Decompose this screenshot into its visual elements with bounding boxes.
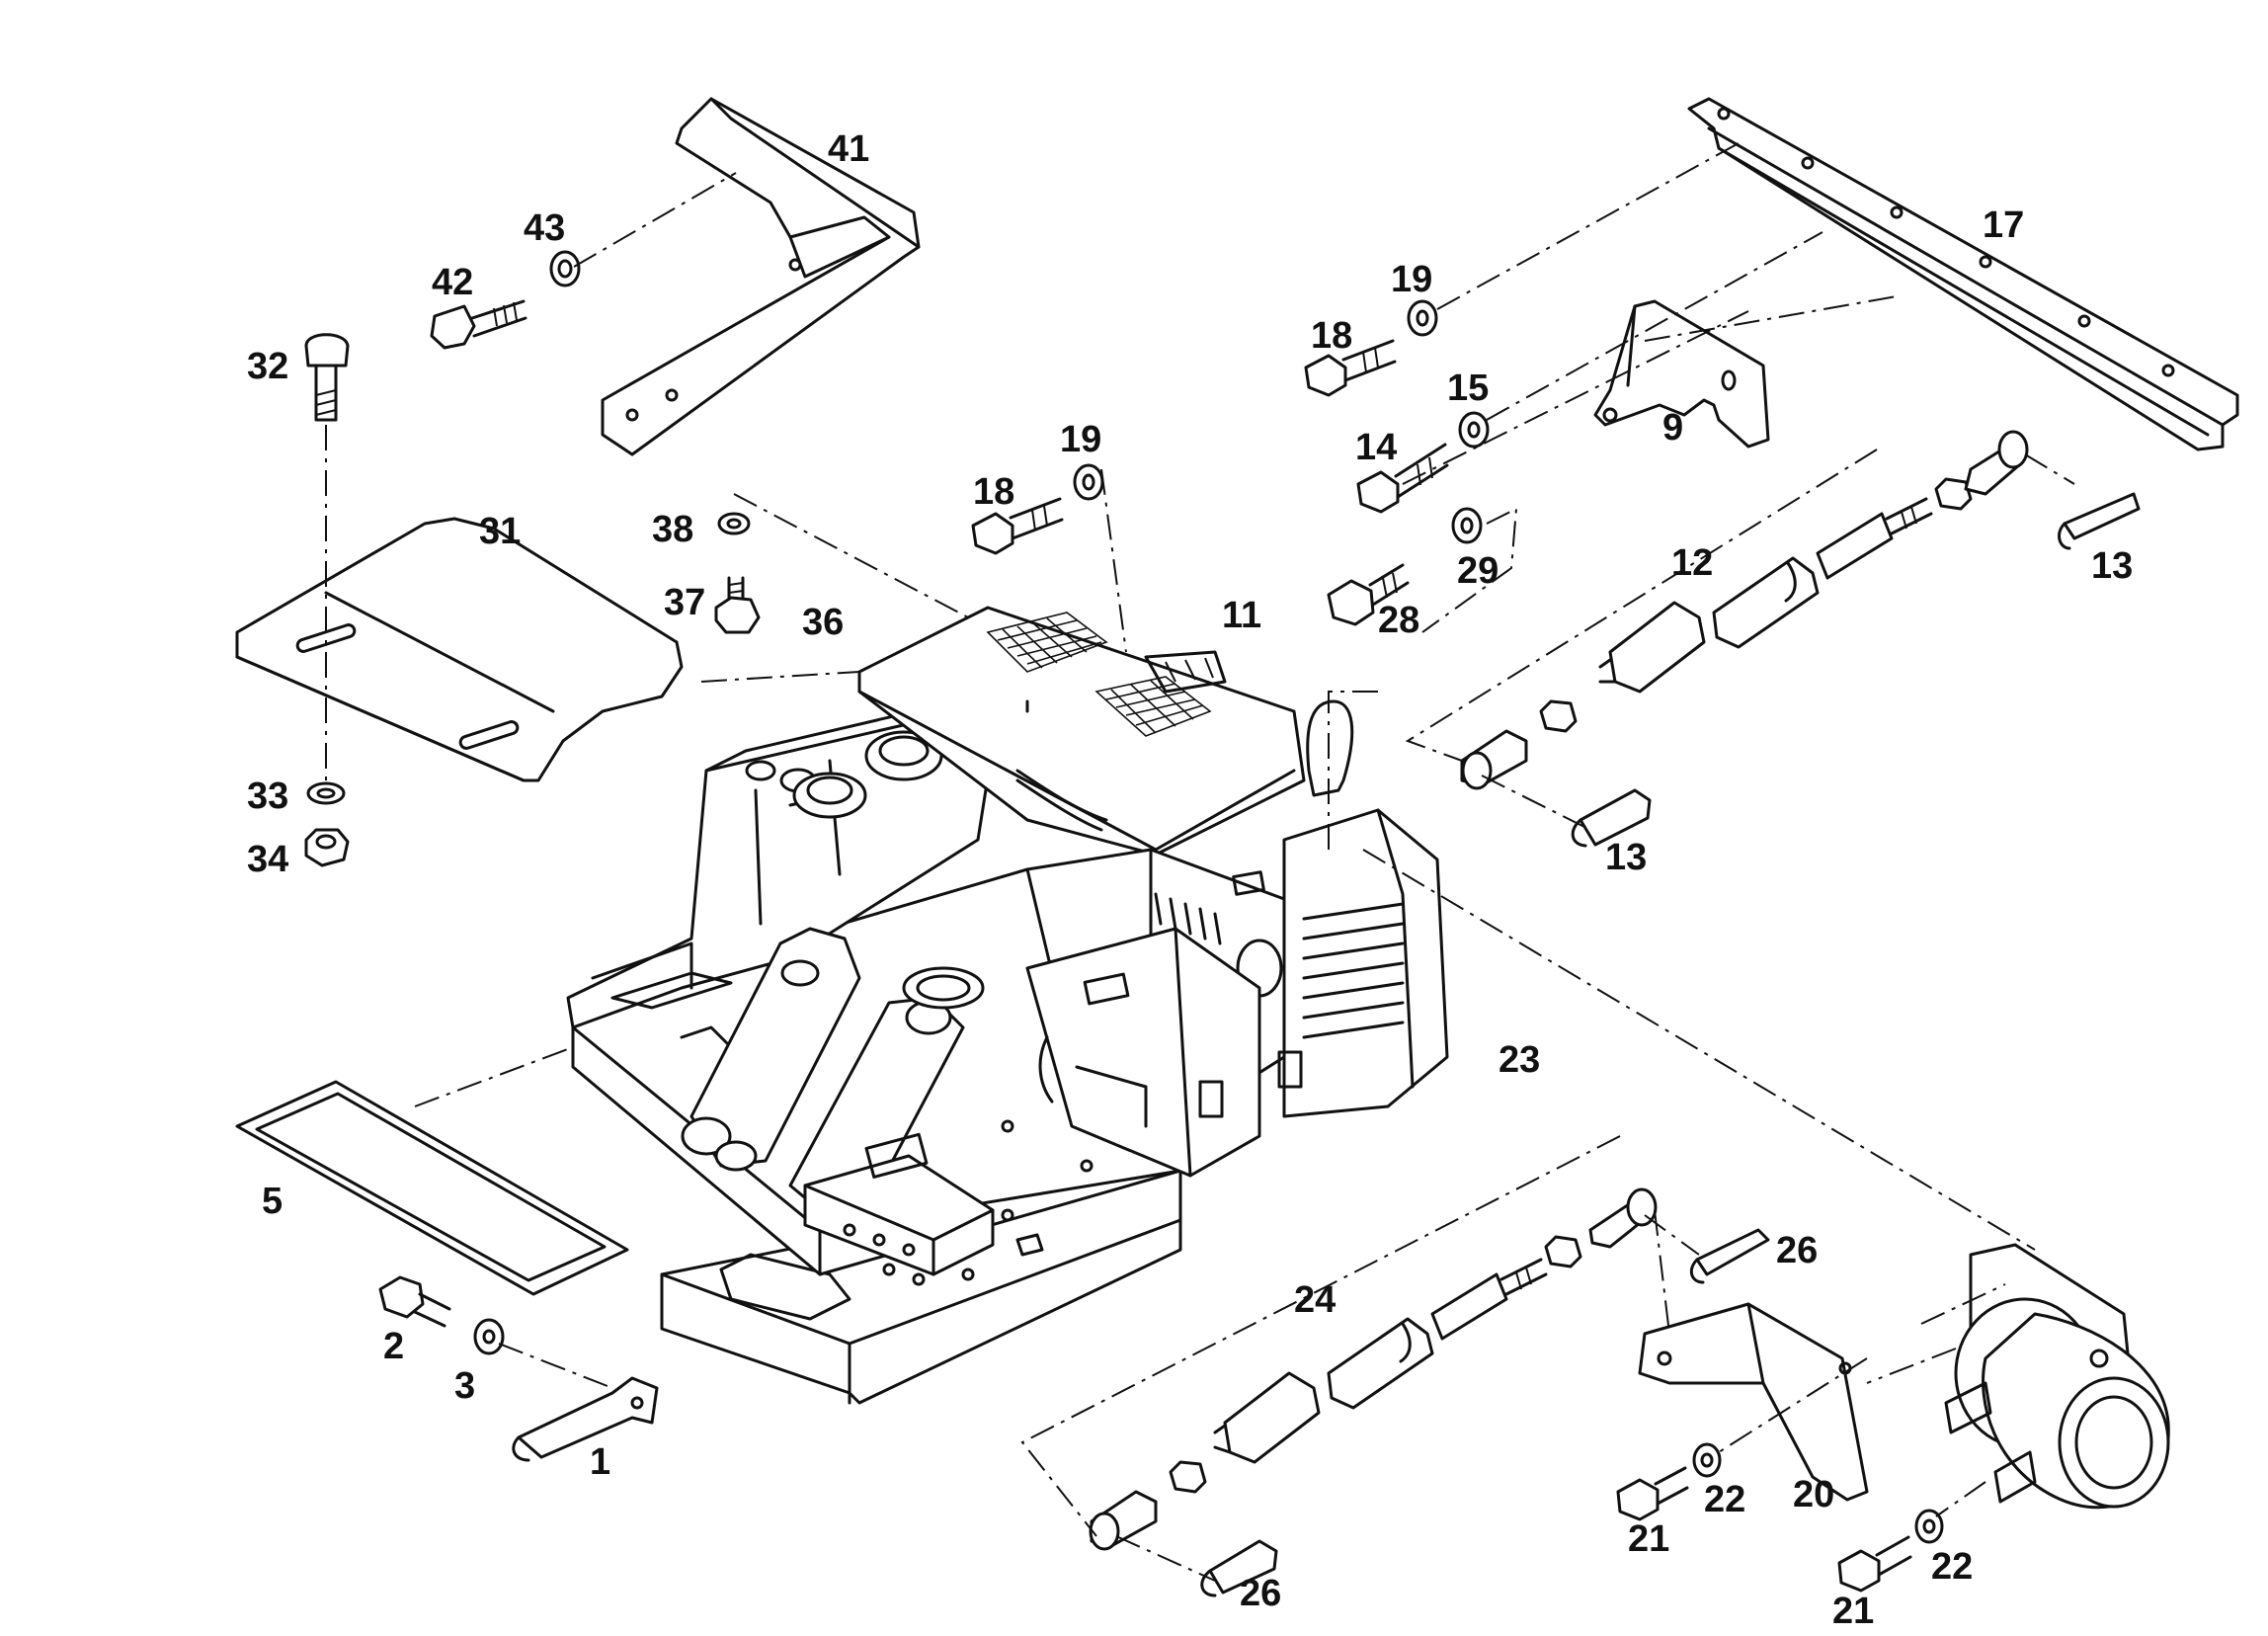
callout-21-lower: 21 — [1832, 1591, 1874, 1632]
part-18-bolt-middle — [971, 497, 1064, 555]
part-28-bolt — [1327, 563, 1410, 626]
part-31-plate — [235, 517, 684, 782]
callout-34: 34 — [247, 839, 288, 880]
part-5-mat — [235, 1080, 629, 1296]
callout-3: 3 — [454, 1365, 475, 1407]
part-22-washer-lower — [1914, 1509, 1944, 1544]
callout-1: 1 — [590, 1441, 610, 1483]
part-24-nut-left — [1169, 1460, 1207, 1494]
part-43-washer — [549, 250, 581, 287]
callout-5: 5 — [262, 1181, 283, 1222]
part-26-clip-left — [1200, 1539, 1278, 1597]
part-19-washer-upper — [1407, 299, 1438, 337]
callout-43: 43 — [524, 207, 565, 249]
part-12-nut-left — [1539, 699, 1578, 733]
callout-18-upper: 18 — [1311, 315, 1352, 357]
callout-15: 15 — [1447, 368, 1489, 409]
callout-23: 23 — [1498, 1039, 1540, 1081]
part-13-clip-right — [2058, 492, 2141, 550]
callout-29: 29 — [1457, 550, 1498, 592]
callout-24: 24 — [1294, 1279, 1336, 1321]
callout-11: 11 — [1222, 595, 1261, 636]
callout-12: 12 — [1671, 542, 1713, 584]
callout-33: 33 — [247, 776, 288, 817]
part-38-washer — [717, 512, 751, 535]
callout-19-middle: 19 — [1060, 419, 1101, 460]
part-15-washer — [1458, 411, 1490, 449]
callout-32: 32 — [247, 346, 288, 387]
part-22-washer-upper — [1692, 1442, 1722, 1478]
part-2-bolt — [378, 1275, 451, 1328]
callout-31: 31 — [479, 511, 521, 552]
callout-13-left: 13 — [1605, 837, 1647, 878]
part-12-clevis-right — [1964, 430, 2029, 496]
leader-lines — [325, 142, 2075, 1582]
part-24-gas-strut — [1213, 1258, 1548, 1464]
part-17-rail — [1687, 97, 2239, 451]
part-21-bolt-lower — [1837, 1535, 1912, 1593]
part-20-bracket — [1638, 1302, 1869, 1502]
callout-38: 38 — [652, 509, 693, 550]
part-21-bolt-upper — [1616, 1466, 1689, 1521]
part-37-screw — [714, 576, 761, 634]
part-18-bolt-upper — [1304, 339, 1397, 397]
callout-41: 41 — [828, 128, 869, 170]
callout-9: 9 — [1662, 407, 1683, 449]
part-14-bolt — [1356, 443, 1449, 514]
part-19-washer-middle — [1073, 463, 1104, 501]
callout-22-upper: 22 — [1704, 1479, 1745, 1520]
callout-18-middle: 18 — [973, 471, 1014, 513]
part-34-nut — [304, 828, 350, 867]
callout-labels: 1 2 3 5 9 11 12 13 13 14 15 17 18 18 19 … — [247, 128, 2133, 1632]
part-12-nut-right — [1934, 477, 1973, 511]
part-24-nut-right — [1544, 1235, 1582, 1268]
callout-19-upper: 19 — [1391, 259, 1432, 300]
callout-14: 14 — [1355, 427, 1397, 468]
part-1-latch — [512, 1376, 659, 1462]
part-24-clevis-right — [1588, 1187, 1658, 1249]
part-12-gas-strut — [1598, 497, 1933, 694]
part-12-clevis-left — [1460, 729, 1528, 790]
callout-26-right: 26 — [1776, 1230, 1818, 1271]
callout-36: 36 — [802, 602, 844, 643]
work-lamp — [1944, 1243, 2170, 1510]
part-26-clip-right — [1689, 1228, 1770, 1284]
part-42-bolt — [430, 299, 527, 350]
callout-26-left: 26 — [1240, 1573, 1281, 1614]
callout-21-upper: 21 — [1628, 1518, 1669, 1560]
callout-22-lower: 22 — [1931, 1546, 1973, 1588]
part-32-bolt — [304, 333, 350, 422]
part-24-clevis-left — [1089, 1490, 1158, 1551]
callout-13-right: 13 — [2091, 545, 2133, 587]
part-9-bracket — [1593, 299, 1770, 449]
callout-2: 2 — [383, 1326, 404, 1367]
callout-37: 37 — [664, 582, 705, 623]
callout-28: 28 — [1378, 600, 1419, 641]
part-41-bracket — [601, 97, 921, 456]
callout-42: 42 — [432, 262, 473, 303]
machine-body — [566, 606, 1449, 1405]
part-33-washer — [306, 781, 346, 805]
callout-20: 20 — [1793, 1474, 1834, 1515]
part-29-washer — [1451, 507, 1483, 544]
callout-17: 17 — [1983, 204, 2024, 246]
part-3-washer — [473, 1318, 505, 1355]
